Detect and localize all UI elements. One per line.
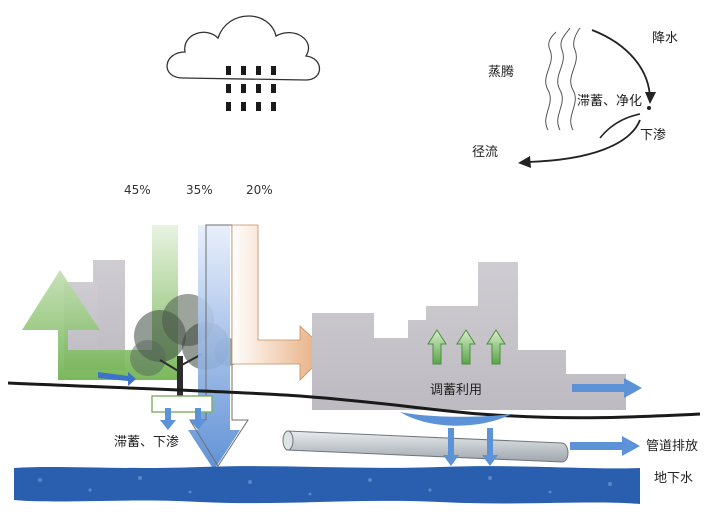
label-groundwater: 地下水 (654, 471, 694, 486)
surface-flow-arrow (98, 372, 136, 386)
discharge-arrow-top (572, 378, 642, 398)
detention-box (151, 395, 213, 413)
ground-line (7, 381, 701, 420)
label-detain-infiltrate: 滞蓄、下渗 (114, 435, 180, 450)
percentage-left: 45% (124, 183, 151, 197)
percentage-middle: 35% (186, 183, 213, 197)
label-storage-purify: 滞蓄、净化 (577, 94, 643, 109)
runoff-arrow (527, 119, 641, 163)
label-runoff: 径流 (472, 145, 499, 160)
percentage-right: 20% (246, 183, 273, 197)
cycle-point (647, 106, 651, 110)
precipitation-arrow (591, 29, 651, 101)
down-arrow-icon (482, 428, 498, 466)
retention-pond (400, 412, 512, 426)
discharge-arrow-pipe (570, 436, 640, 456)
evaporation-wavy-lines (545, 27, 581, 131)
evaporation-arrow-green (22, 225, 178, 380)
up-arrow-icon (427, 329, 506, 365)
label-pipe-discharge: 管道排放 (646, 439, 699, 454)
down-arrow-icon (190, 408, 206, 430)
drainage-pipe (282, 430, 569, 463)
label-regulate-use: 调蓄利用 (430, 383, 483, 398)
label-infiltration: 下渗 (640, 128, 667, 143)
precipitation-arrowhead-icon (645, 92, 656, 104)
label-precipitation: 降水 (652, 31, 679, 46)
down-arrow-icon (443, 428, 459, 466)
down-arrow-icon (160, 408, 176, 430)
cloud-icon (166, 15, 321, 81)
runoff-arrowhead-icon (518, 156, 531, 168)
infiltration-curve (599, 113, 641, 139)
groundwater-texture (38, 476, 612, 496)
label-evaporation: 蒸腾 (488, 65, 515, 80)
groundwater-band (14, 466, 640, 504)
rain-drops (226, 66, 276, 111)
